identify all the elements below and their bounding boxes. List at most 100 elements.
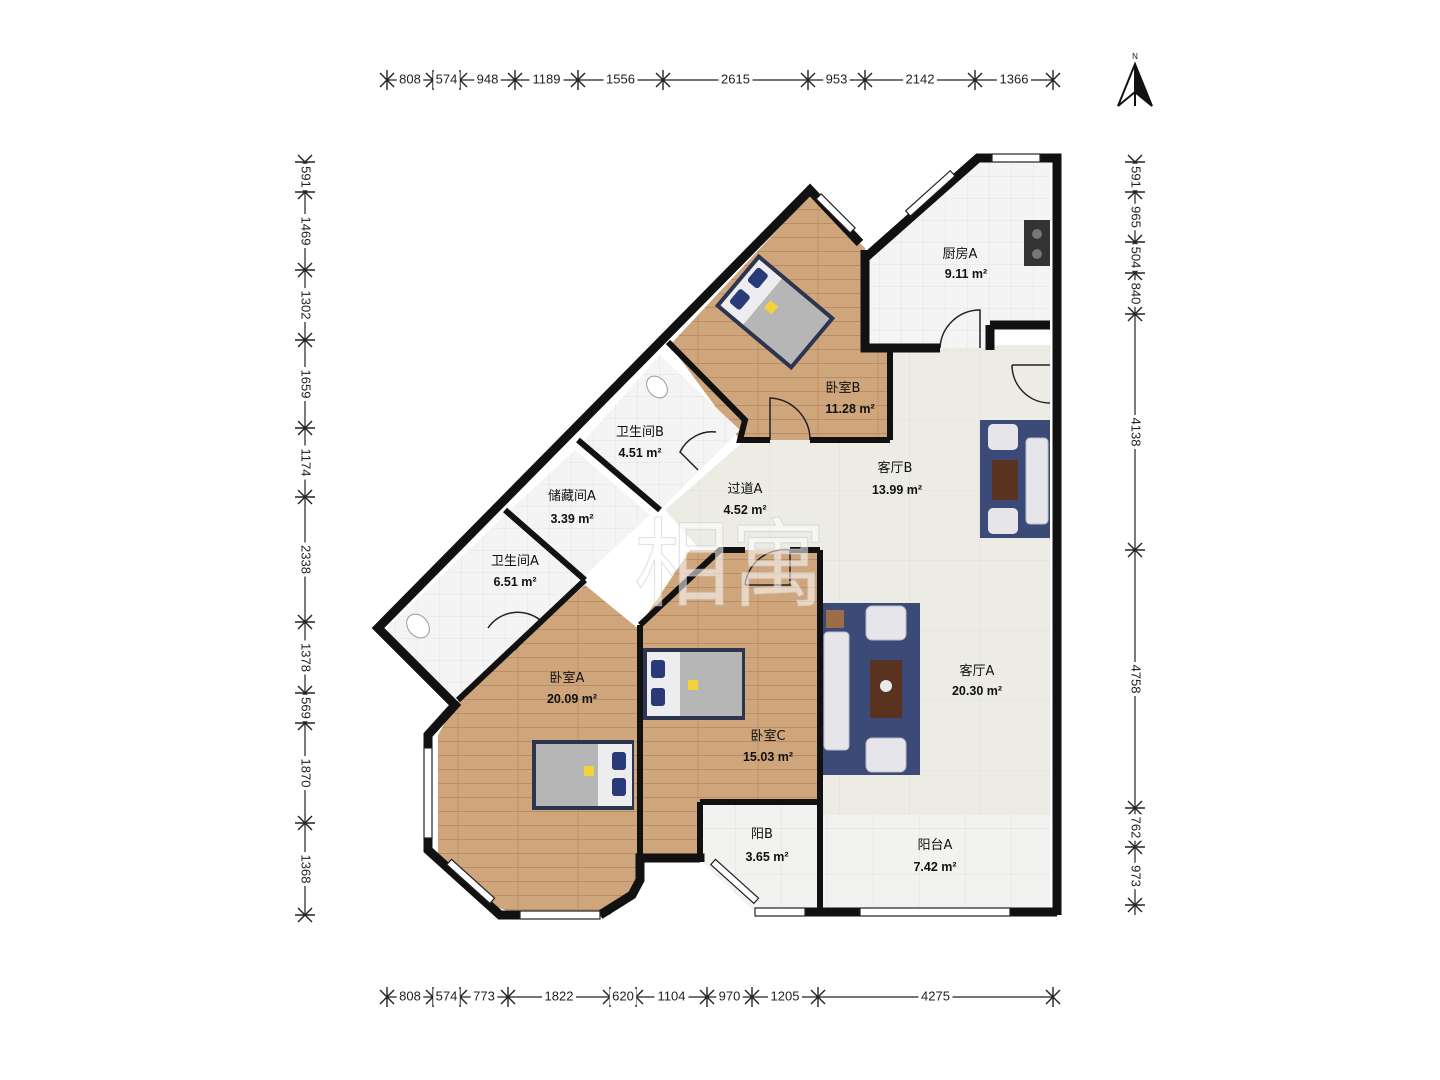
dim-tick-left	[295, 815, 315, 831]
stove	[1024, 220, 1050, 266]
room-name-balcony-a: 阳台A	[918, 838, 953, 853]
room-area-kitchen-a: 9.11 m²	[945, 267, 987, 281]
room-name-bedroom-a: 卧室A	[550, 670, 585, 686]
dim-label-bg	[297, 694, 313, 722]
dim-label-bg	[396, 72, 424, 88]
room-area-living-b: 13.99 m²	[872, 483, 922, 497]
window-bed-a-side	[423, 747, 433, 839]
dim-label-bg	[1127, 814, 1143, 841]
dim-label-bg	[1127, 862, 1143, 890]
dim-tick-left	[295, 489, 315, 505]
dim-label-bg	[716, 989, 743, 1005]
dim-tick-right	[1125, 839, 1145, 855]
room-area-living-a: 20.30 m²	[952, 684, 1002, 698]
door-kitchen	[939, 309, 981, 349]
dim-label-bg	[1127, 163, 1143, 191]
toilet-b	[646, 375, 668, 399]
dim-tick-bottom	[810, 987, 826, 1007]
dim-tick-top	[379, 70, 395, 90]
floors	[385, 162, 1050, 915]
north-arrow-icon: N	[1117, 52, 1153, 107]
dim-label-bg	[997, 72, 1031, 88]
dim-label-right: 762	[1129, 817, 1144, 839]
living-floor	[665, 345, 1050, 815]
bathroom-b-floor	[580, 355, 740, 510]
dim-label-bottom: 4275	[921, 988, 950, 1003]
window-bed-a-bottom	[519, 910, 601, 920]
dim-label-bg	[297, 640, 313, 675]
dim-tick-left	[295, 614, 315, 630]
dim-tick-left	[295, 907, 315, 923]
dim-label-bottom: 773	[473, 988, 495, 1003]
dim-label-right: 965	[1129, 206, 1144, 228]
dim-tick-right	[1125, 542, 1145, 558]
dim-label-bottom: 1205	[771, 988, 800, 1003]
kitchen-top-wall	[862, 153, 992, 262]
dim-label-top: 1189	[533, 71, 561, 86]
kitchen-floor	[865, 162, 1050, 348]
dim-label-bg	[654, 989, 689, 1005]
dim-label-bg	[1127, 280, 1143, 307]
wall-hall	[637, 547, 745, 628]
dim-label-right: 591	[1129, 166, 1144, 188]
decor-plate	[880, 680, 892, 692]
bed-b	[714, 253, 836, 371]
dim-label-top: 948	[477, 71, 499, 86]
dim-label-top: 808	[399, 71, 421, 86]
dim-label-bg	[542, 989, 576, 1005]
bed-a	[532, 740, 634, 810]
dim-label-left: 1659	[299, 370, 314, 399]
room-name-bedroom-c: 卧室C	[750, 728, 785, 744]
dim-label-left: 1870	[299, 759, 314, 788]
window-bal-b-bottom	[754, 907, 806, 917]
dim-label-bg	[297, 367, 313, 401]
dim-label-right: 840	[1129, 283, 1144, 305]
door-bathroom-b	[679, 431, 717, 471]
dim-label-bg	[297, 288, 313, 322]
room-name-kitchen-a: 厨房A	[943, 246, 978, 262]
dim-label-left: 2338	[299, 545, 314, 574]
watermark: 相寓	[634, 509, 826, 621]
room-name-living-a: 客厅A	[960, 663, 995, 679]
window-bal-b	[709, 858, 760, 905]
dim-label-bg	[903, 72, 937, 88]
armchair-top	[865, 605, 907, 641]
dim-tick-bottom	[500, 987, 516, 1007]
dim-label-top: 1556	[606, 71, 635, 86]
door-bedroom-c	[744, 548, 791, 586]
compass-label: N	[1132, 52, 1138, 61]
dim-label-left: 569	[299, 697, 314, 719]
sofa-left	[823, 631, 850, 751]
wall-bath-a-bed-a	[455, 577, 588, 703]
room-name-bedroom-b: 卧室B	[826, 380, 861, 396]
burner-bottom	[1032, 249, 1042, 259]
sofa-right	[1025, 437, 1049, 525]
dim-tick-left	[295, 262, 315, 278]
room-area-bathroom-a: 6.51 m²	[493, 575, 536, 589]
dim-tick-bottom	[744, 987, 760, 1007]
room-name-living-b: 客厅B	[878, 460, 913, 476]
dim-tick-bottom	[1045, 987, 1061, 1007]
dim-tick-right	[1125, 897, 1145, 913]
dim-label-left: 1378	[299, 643, 314, 672]
dim-label-top: 953	[826, 71, 848, 86]
dim-tick-top	[507, 70, 523, 90]
balcony-a-floor	[820, 815, 1050, 912]
dim-tick-top	[857, 70, 873, 90]
dim-label-right: 973	[1129, 865, 1144, 887]
dim-tick-left	[295, 420, 315, 436]
dim-label-bg	[1127, 203, 1143, 231]
room-area-bedroom-c: 15.03 m²	[743, 750, 793, 764]
dim-tick-top	[655, 70, 671, 90]
storage-floor	[510, 450, 650, 580]
dim-label-bg	[297, 852, 313, 886]
bed-c	[643, 648, 745, 720]
dim-label-right: 504	[1129, 247, 1144, 269]
room-name-bathroom-b: 卫生间B	[616, 425, 664, 440]
dim-label-bottom: 574	[436, 988, 458, 1003]
chair-b-bottom	[988, 508, 1018, 534]
dim-label-bg	[1127, 415, 1143, 449]
dim-label-bg	[1127, 244, 1143, 271]
dim-label-bg	[297, 756, 313, 790]
